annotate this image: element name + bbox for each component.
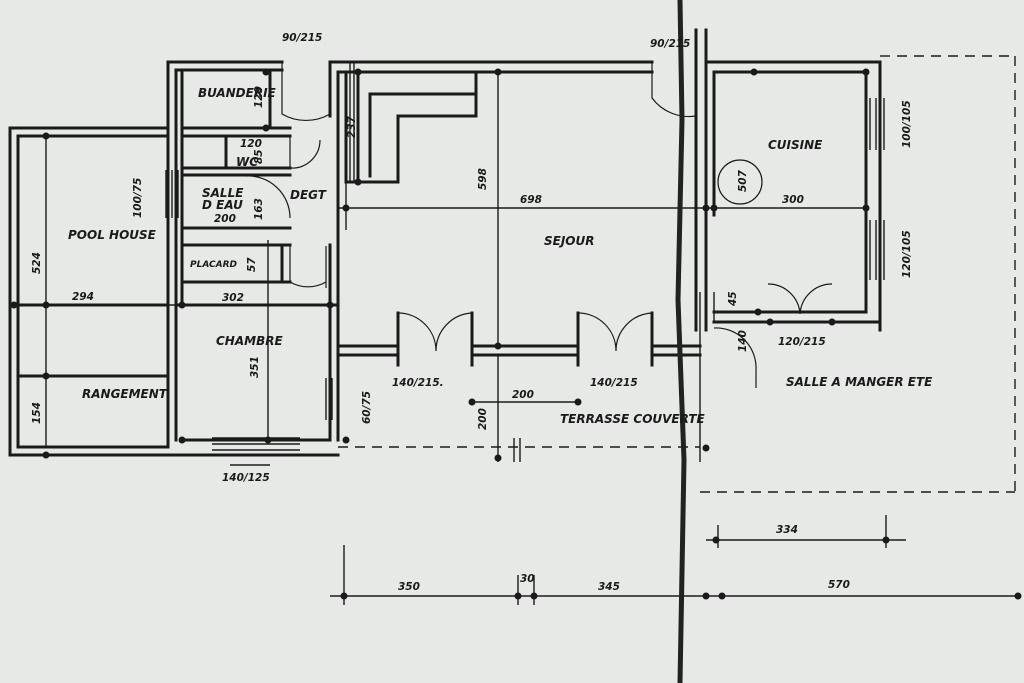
label-degt: DEGT [290,188,327,202]
dim-120-105: 120/105 [901,230,913,278]
label-rangement: RANGEMENT [82,387,168,401]
dim-334: 334 [776,524,798,536]
label-sejour: SEJOUR [544,234,595,248]
label-salle-line2: D EAU [202,198,243,212]
thin-lines [10,55,1020,605]
dim-351: 351 [249,356,261,378]
door-swings [245,62,833,388]
dim-140-vertical: 140 [737,330,749,352]
dim-302: 302 [222,292,244,304]
label-wc: WC [236,155,258,169]
dim-30: 30 [520,573,535,585]
dim-698: 698 [520,194,542,206]
dim-90-215-left: 90/215 [282,32,322,44]
dim-140-215-a: 140/215. [392,377,444,389]
dim-100-105: 100/105 [901,100,913,148]
dim-120-215: 120/215 [778,336,826,348]
dim-200-terrasse: 200 [512,389,534,401]
dim-507: 507 [737,169,749,192]
dim-300: 300 [782,194,804,206]
dim-100-75: 100/75 [132,178,144,218]
dim-140-215-b: 140/215 [590,377,638,389]
label-cuisine: CUISINE [768,138,823,152]
dim-120: 120 [240,138,262,150]
dim-129: 129 [253,86,265,108]
dim-237: 237 [346,115,358,138]
dim-524: 524 [31,252,43,274]
label-chambre: CHAMBRE [216,334,283,348]
dim-350: 350 [398,581,420,593]
label-pool-house: POOL HOUSE [68,228,157,242]
paper-fold-line [675,0,687,683]
label-terrasse-couverte: TERRASSE COUVERTE [560,412,706,426]
dim-200-vertical: 200 [477,408,489,430]
dim-154: 154 [31,402,43,424]
dim-294: 294 [72,291,94,303]
dim-200-salle: 200 [214,213,236,225]
dim-60-75: 60/75 [361,391,373,424]
label-buanderie: BUANDERIE [198,86,277,100]
dim-90-215-right: 90/215 [650,38,690,50]
label-salle-a-manger-ete: SALLE A MANGER ETE [786,375,933,389]
dim-598: 598 [477,168,489,190]
dim-85: 85 [253,149,265,164]
dim-57: 57 [246,257,258,272]
dimension-labels: 90/215 90/215 129 120 85 237 100/75 200 … [31,32,913,593]
dim-140-125: 140/125 [222,472,270,484]
dim-163: 163 [253,198,265,220]
label-salle-line1: SALLE [202,186,244,200]
dimension-dots [10,68,1022,600]
dim-45: 45 [727,291,739,307]
label-placard: PLACARD [190,260,238,270]
room-labels: BUANDERIE WC SALLE D EAU DEGT POOL HOUSE… [68,86,933,426]
dim-570: 570 [828,579,850,591]
dim-345: 345 [598,581,620,593]
